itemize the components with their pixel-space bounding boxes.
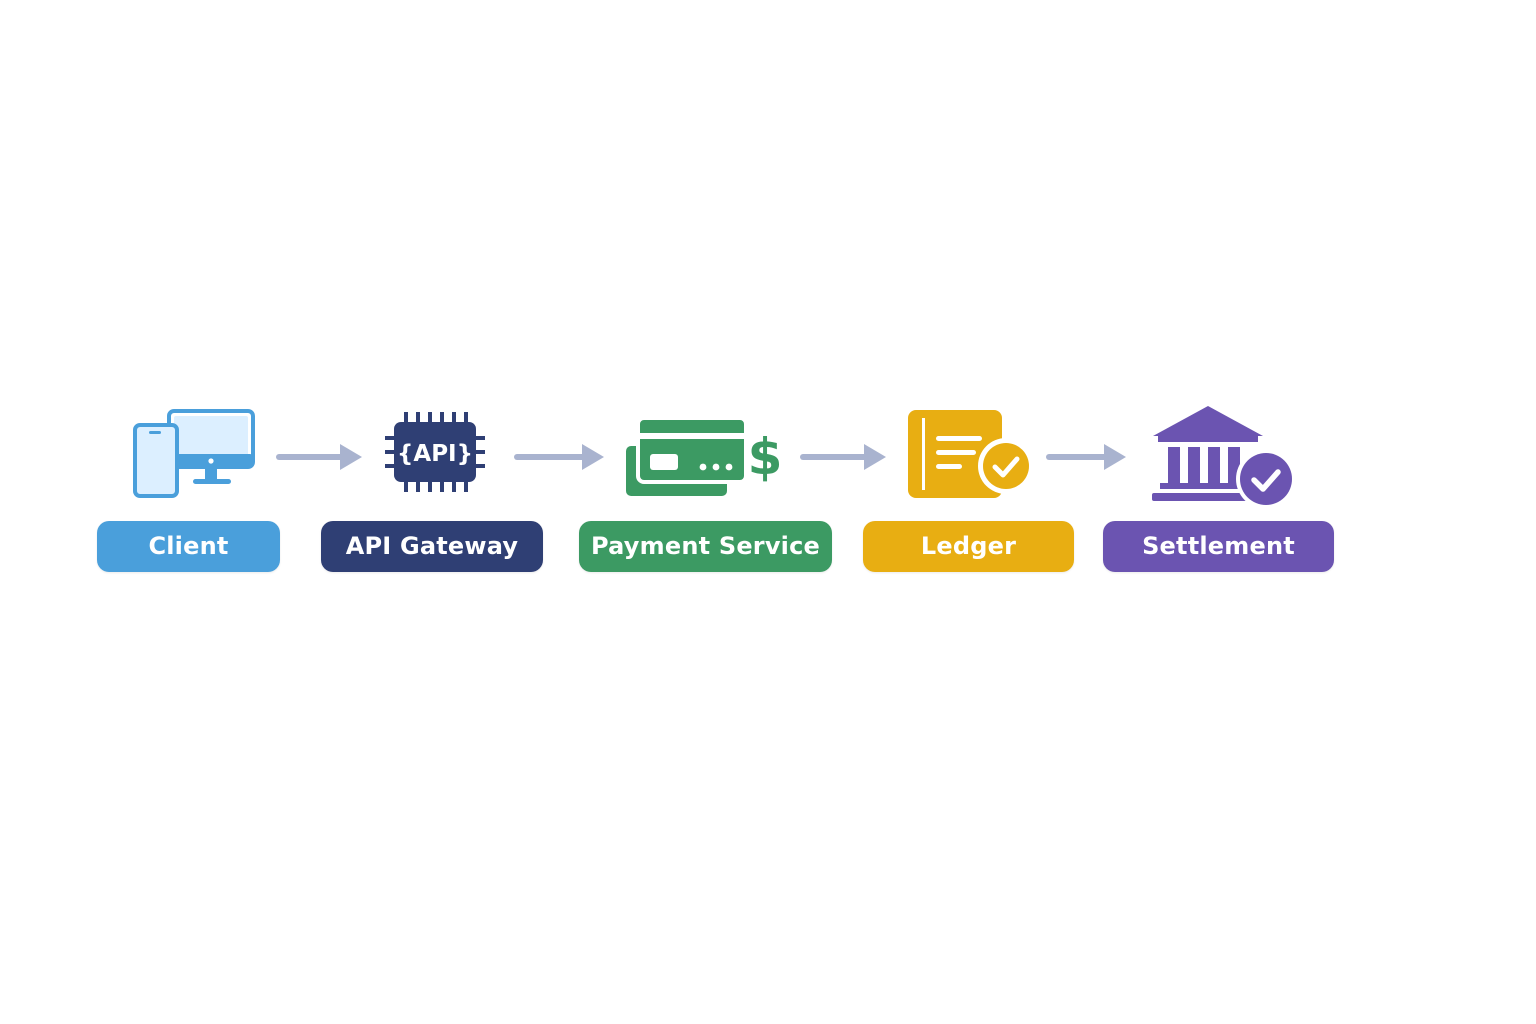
ledger-node-label: Ledger bbox=[863, 521, 1074, 572]
ledger-check-icon bbox=[906, 408, 1036, 500]
payment-card-icon: $ bbox=[624, 416, 788, 500]
flow-arrow-1 bbox=[276, 441, 364, 473]
payment-service-node-label: Payment Service bbox=[579, 521, 832, 572]
flow-arrow-4 bbox=[1046, 441, 1128, 473]
api-chip-label: {API} bbox=[397, 441, 473, 467]
api-gateway-node-label: API Gateway bbox=[321, 521, 543, 572]
client-node-label: Client bbox=[97, 521, 280, 572]
api-chip-icon: {API} bbox=[383, 410, 487, 494]
settlement-node-label: Settlement bbox=[1103, 521, 1334, 572]
flow-arrow-2 bbox=[514, 441, 606, 473]
flow-arrow-3 bbox=[800, 441, 888, 473]
devices-icon bbox=[132, 408, 258, 500]
dollar-sign: $ bbox=[748, 428, 783, 486]
bank-check-icon bbox=[1150, 404, 1300, 508]
